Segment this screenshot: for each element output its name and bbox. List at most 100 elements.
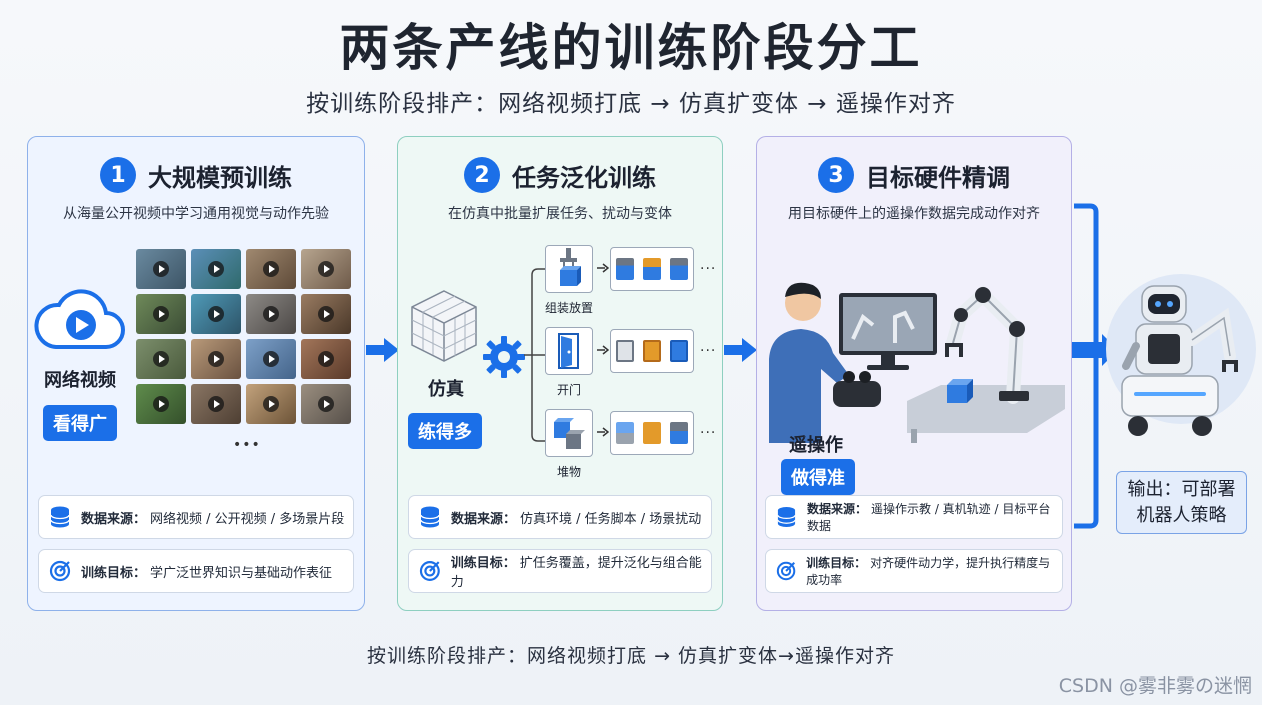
stage-panel-generalization: 2 任务泛化训练 在仿真中批量扩展任务、扰动与变体 仿真 练得多 [397, 136, 723, 611]
play-icon [263, 396, 279, 412]
video-thumbnail [246, 249, 296, 289]
more-ellipsis: ··· [700, 343, 717, 359]
play-icon [208, 306, 224, 322]
video-thumbnail [136, 294, 186, 334]
assembly-task-box [545, 245, 593, 293]
badge-train-more: 练得多 [408, 413, 482, 449]
panel-title: 任务泛化训练 [512, 163, 656, 192]
training-goal-row: 训练目标：对齐硬件动力学，提升执行精度与成功率 [765, 549, 1063, 593]
training-goal-value: 对齐硬件动力学，提升执行精度与成功率 [806, 556, 1051, 587]
more-ellipsis: ··· [700, 425, 717, 441]
target-icon [49, 560, 71, 582]
output-box: 输出：可部署 机器人策略 [1116, 471, 1247, 534]
teleoperation-scene-illustration [769, 282, 1065, 443]
play-icon [208, 396, 224, 412]
arrow-icon [597, 427, 609, 437]
play-icon [153, 351, 169, 367]
video-thumbnail [191, 249, 241, 289]
data-source-value: 网络视频 / 公开视频 / 多场景片段 [150, 511, 345, 527]
step-number-badge: 3 [818, 157, 854, 193]
source-label: 仿真 [428, 379, 464, 400]
cloud-video-icon [34, 289, 125, 349]
training-goal-key: 训练目标： [81, 565, 147, 581]
variant-thumb [642, 258, 661, 280]
open-door-task-box [545, 327, 593, 375]
variant-thumb [642, 422, 661, 444]
database-icon [777, 506, 796, 528]
page-title: 两条产线的训练阶段分工 [339, 19, 923, 77]
video-thumbnail [246, 339, 296, 379]
step-number-badge: 2 [464, 157, 500, 193]
variant-thumb [615, 340, 634, 362]
video-thumbnail [136, 339, 186, 379]
video-thumbnail [301, 339, 351, 379]
simulation-cube-icon [411, 290, 477, 362]
variant-strip [610, 411, 694, 455]
video-thumbnail-grid [136, 249, 351, 424]
target-icon [419, 561, 440, 581]
training-goal-row: 训练目标：扩任务覆盖，提升泛化与组合能力 [408, 549, 712, 593]
panel-header: 3 目标硬件精调 [757, 157, 1071, 193]
data-source-row: 数据来源：仿真环境 / 任务脚本 / 场景扰动 [408, 495, 712, 539]
arrow-icon [597, 263, 609, 273]
stage-panel-pretraining: 1 大规模预训练 从海量公开视频中学习通用视觉与动作先验 网络视频 看得广 ••… [27, 136, 365, 611]
panel-header: 1 大规模预训练 [28, 157, 364, 193]
training-goal-key: 训练目标： [806, 556, 867, 570]
video-thumbnail [191, 384, 241, 424]
variant-thumb [615, 258, 634, 280]
output-line-1: 输出：可部署 [1127, 479, 1236, 500]
video-thumbnail [191, 339, 241, 379]
variant-strip [610, 247, 694, 291]
database-icon [50, 506, 70, 528]
output-line-2: 机器人策略 [1136, 505, 1227, 526]
more-ellipsis: ··· [700, 261, 717, 277]
data-source-key: 数据来源： [806, 502, 867, 516]
video-thumbnail [136, 249, 186, 289]
play-icon [153, 261, 169, 277]
video-thumbnail [301, 294, 351, 334]
variant-thumb [670, 258, 689, 280]
panel-description: 用目标硬件上的遥操作数据完成动作对齐 [788, 206, 1040, 222]
video-thumbnail [191, 294, 241, 334]
flow-arrow-icon [366, 338, 399, 362]
video-thumbnail [246, 384, 296, 424]
video-thumbnail [136, 384, 186, 424]
gripper-cube-icon [560, 248, 581, 286]
panel-title: 目标硬件精调 [866, 163, 1010, 192]
target-icon [776, 561, 796, 581]
play-icon [318, 261, 334, 277]
play-icon [318, 396, 334, 412]
video-thumbnail [301, 249, 351, 289]
play-icon [318, 306, 334, 322]
play-icon [318, 351, 334, 367]
arrow-icon [597, 345, 609, 355]
play-icon [263, 306, 279, 322]
data-source-row: 数据来源：遥操作示教 / 真机轨迹 / 目标平台数据 [765, 495, 1063, 539]
footer-caption: 按训练阶段排产：网络视频打底 → 仿真扩变体→遥操作对齐 [367, 645, 895, 667]
stacking-task-box [545, 409, 593, 457]
data-source-key: 数据来源： [451, 511, 517, 527]
stage-panel-hardware-finetune: 3 目标硬件精调 用目标硬件上的遥操作数据完成动作对齐 遥操作 做得准 [756, 136, 1072, 611]
panel-description: 在仿真中批量扩展任务、扰动与变体 [448, 206, 672, 222]
data-source-value: 遥操作示教 / 真机轨迹 / 目标平台数据 [806, 502, 1051, 533]
video-thumbnail [246, 294, 296, 334]
variant-thumb [670, 422, 689, 444]
training-goal-row: 训练目标：学广泛世界知识与基础动作表征 [38, 549, 354, 593]
training-goal-value: 扩任务覆盖，提升泛化与组合能力 [450, 556, 702, 590]
data-source-row: 数据来源：网络视频 / 公开视频 / 多场景片段 [38, 495, 354, 539]
flow-arrow-icon [724, 338, 757, 362]
more-ellipsis: ••• [233, 437, 261, 453]
play-icon [208, 261, 224, 277]
variant-thumb [670, 340, 689, 362]
panel-title: 大规模预训练 [148, 163, 292, 192]
play-icon [153, 396, 169, 412]
training-goal-value: 学广泛世界知识与基础动作表征 [150, 565, 333, 581]
task-label: 堆物 [557, 465, 582, 479]
panel-header: 2 任务泛化训练 [398, 157, 722, 193]
variant-thumb [642, 340, 661, 362]
play-icon [263, 261, 279, 277]
variant-thumb [615, 422, 634, 444]
data-source-key: 数据来源： [81, 511, 147, 527]
watermark: CSDN @雾非雾の迷惘 [1058, 675, 1252, 697]
door-icon [558, 333, 579, 369]
